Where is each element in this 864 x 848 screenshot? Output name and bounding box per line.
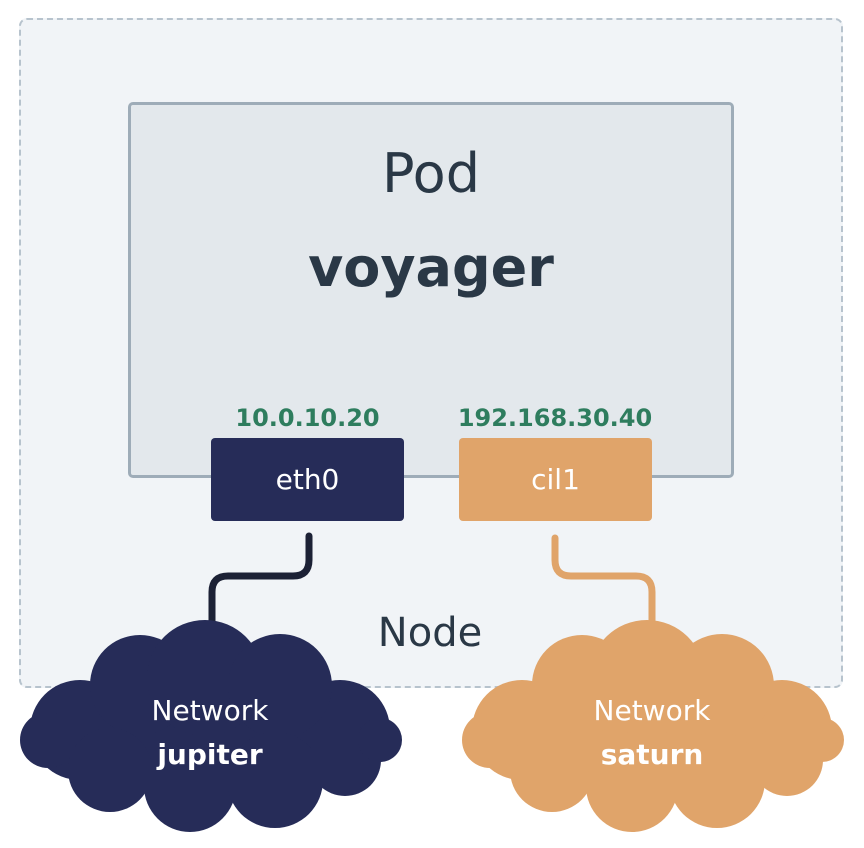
network-jupiter-name: jupiter	[157, 738, 263, 771]
interface-eth0-label: eth0	[275, 463, 340, 496]
network-saturn-label: Network	[593, 694, 711, 727]
pod-container	[128, 102, 734, 478]
cloud-saturn-icon	[462, 620, 844, 832]
cil1-ip-address: 192.168.30.40	[457, 404, 653, 432]
interface-cil1: cil1	[459, 438, 652, 521]
eth0-connector-line	[208, 532, 313, 632]
pod-label: Pod	[382, 142, 480, 205]
node-label: Node	[377, 610, 483, 656]
cil1-connector-line	[551, 534, 656, 636]
interface-eth0: eth0	[211, 438, 404, 521]
eth0-ip-address: 10.0.10.20	[235, 404, 380, 432]
network-jupiter-label: Network	[151, 694, 269, 727]
pod-name: voyager	[308, 236, 554, 299]
cloud-jupiter-icon	[20, 620, 402, 832]
network-saturn-name: saturn	[600, 738, 704, 771]
interface-cil1-label: cil1	[531, 463, 580, 496]
